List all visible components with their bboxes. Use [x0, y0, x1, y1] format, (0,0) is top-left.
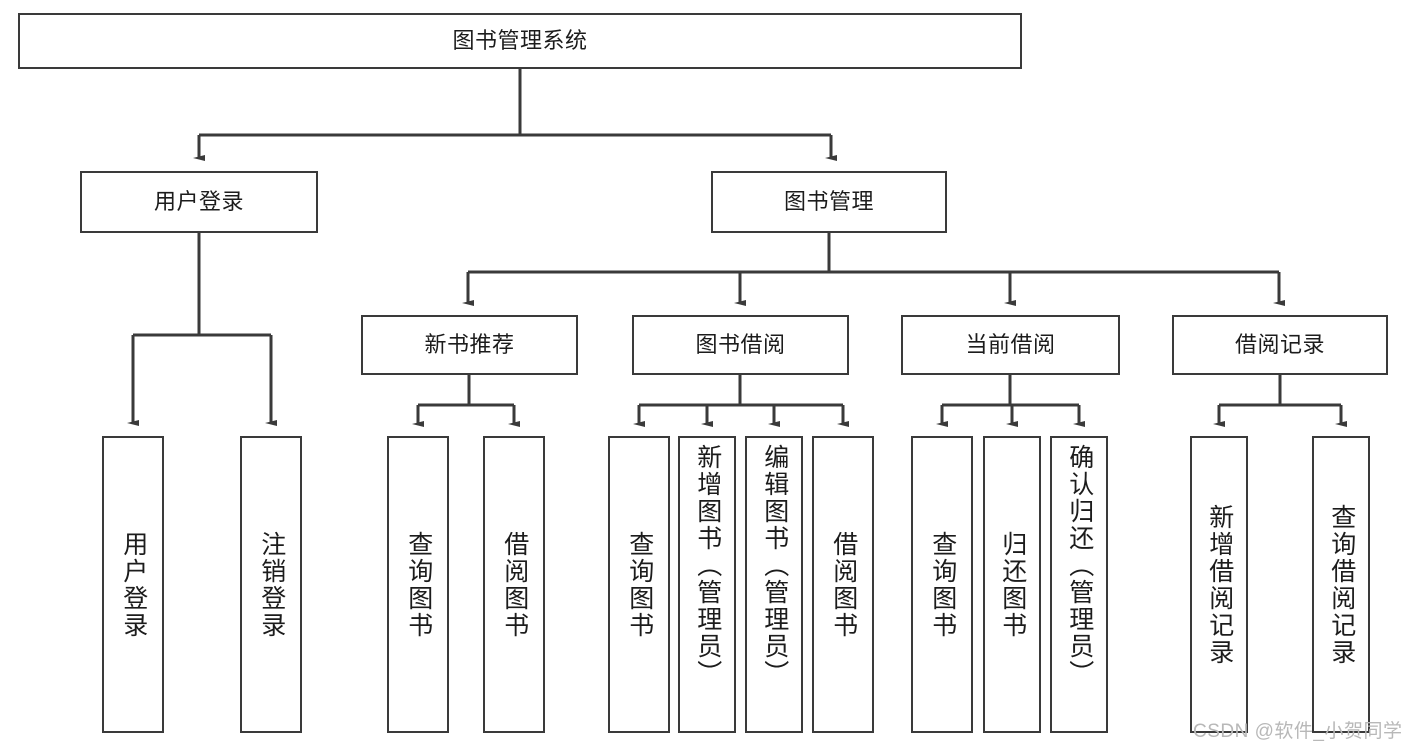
node-current-borrow[interactable]: 当前借阅 — [901, 315, 1120, 375]
leaf-borrow-book-1-label: 借阅图书 — [500, 530, 529, 639]
leaf-user-login[interactable]: 用户登录 — [102, 436, 164, 733]
node-borrow-record[interactable]: 借阅记录 — [1172, 315, 1388, 375]
node-user-login[interactable]: 用户登录 — [80, 171, 318, 233]
node-root-label: 图书管理系统 — [452, 28, 588, 54]
leaf-confirm-return-admin-label: 确认归还（管理员） — [1065, 444, 1094, 687]
node-book-management[interactable]: 图书管理 — [711, 171, 947, 233]
node-book-borrow[interactable]: 图书借阅 — [632, 315, 849, 375]
node-root[interactable]: 图书管理系统 — [18, 13, 1022, 69]
leaf-borrow-book-2-label: 借阅图书 — [829, 530, 858, 639]
node-user-login-label: 用户登录 — [153, 189, 244, 215]
leaf-query-book-1-label: 查询图书 — [404, 530, 433, 639]
leaf-confirm-return-admin[interactable]: 确认归还（管理员） — [1050, 436, 1108, 733]
leaf-edit-book-admin[interactable]: 编辑图书（管理员） — [745, 436, 803, 733]
leaf-add-borrow-record-label: 新增借阅记录 — [1205, 503, 1234, 666]
leaf-return-book-label: 归还图书 — [998, 530, 1027, 639]
node-new-book-recommend[interactable]: 新书推荐 — [361, 315, 578, 375]
leaf-user-login-label: 用户登录 — [119, 530, 148, 639]
leaf-user-logout-label: 注销登录 — [257, 530, 286, 639]
leaf-query-book-3[interactable]: 查询图书 — [911, 436, 973, 733]
leaf-query-book-3-label: 查询图书 — [928, 530, 957, 639]
leaf-query-book-2-label: 查询图书 — [625, 530, 654, 639]
node-new-book-recommend-label: 新书推荐 — [424, 332, 515, 358]
leaf-add-book-admin[interactable]: 新增图书（管理员） — [678, 436, 736, 733]
node-borrow-record-label: 借阅记录 — [1234, 332, 1325, 358]
leaf-borrow-book-2[interactable]: 借阅图书 — [812, 436, 874, 733]
leaf-user-logout[interactable]: 注销登录 — [240, 436, 302, 733]
leaf-query-book-2[interactable]: 查询图书 — [608, 436, 670, 733]
node-book-management-label: 图书管理 — [783, 189, 874, 215]
leaf-query-book-1[interactable]: 查询图书 — [387, 436, 449, 733]
leaf-edit-book-admin-label: 编辑图书（管理员） — [760, 444, 789, 687]
leaf-add-borrow-record[interactable]: 新增借阅记录 — [1190, 436, 1248, 733]
leaf-return-book[interactable]: 归还图书 — [983, 436, 1041, 733]
leaf-add-book-admin-label: 新增图书（管理员） — [693, 444, 722, 687]
node-current-borrow-label: 当前借阅 — [965, 332, 1056, 358]
leaf-borrow-book-1[interactable]: 借阅图书 — [483, 436, 545, 733]
node-book-borrow-label: 图书借阅 — [695, 332, 786, 358]
leaf-query-borrow-record-label: 查询借阅记录 — [1327, 503, 1356, 666]
leaf-query-borrow-record[interactable]: 查询借阅记录 — [1312, 436, 1370, 733]
